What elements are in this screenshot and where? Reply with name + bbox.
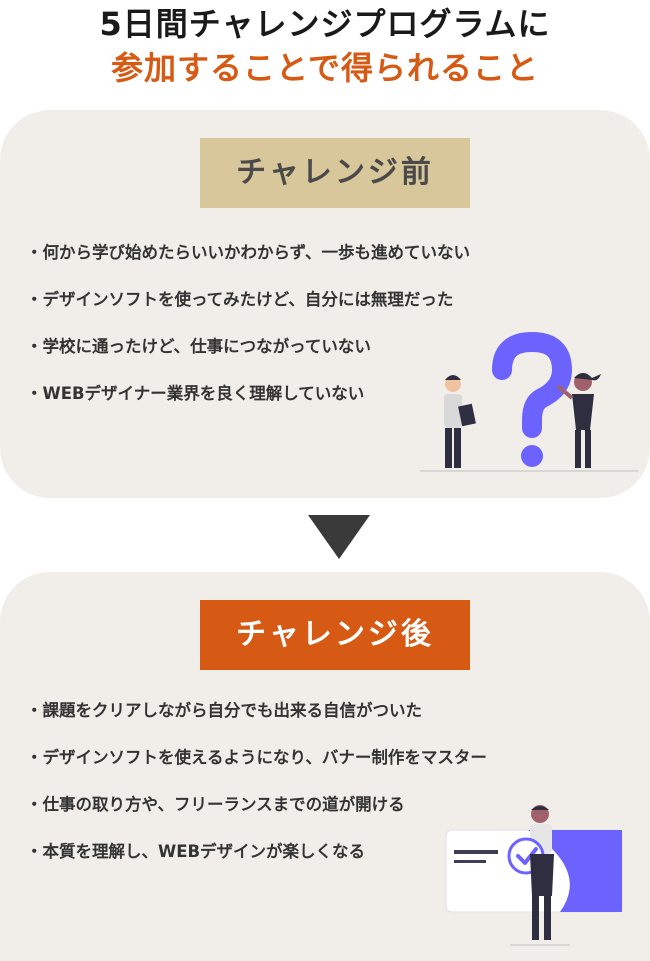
before-card: チャレンジ前 ・何から学び始めたらいいかわからず、一歩も進めていない ・デザイン… — [0, 110, 650, 498]
before-badge: チャレンジ前 — [200, 138, 470, 208]
after-badge: チャレンジ後 — [200, 600, 470, 670]
title-line-1: 5日間チャレンジプログラムに — [99, 5, 551, 43]
question-mark-people-illustration — [420, 331, 638, 472]
after-item-1: ・課題をクリアしながら自分でも出来る自信がついた — [26, 701, 422, 720]
after-list: ・課題をクリアしながら自分でも出来る自信がついた ・デザインソフトを使えるように… — [26, 696, 487, 884]
title-line-2: 参加することで得られること — [110, 49, 540, 87]
down-triangle-arrow-icon — [308, 515, 370, 559]
checkmark-person-illustration — [445, 805, 623, 946]
before-item-3: ・学校に通ったけど、仕事につながっていない — [26, 337, 371, 356]
after-item-2: ・デザインソフトを使えるようになり、バナー制作をマスター — [26, 748, 487, 767]
after-item-4: ・本質を理解し、WEBデザインが楽しくなる — [26, 842, 366, 861]
before-item-4: ・WEBデザイナー業界を良く理解していない — [26, 384, 365, 403]
before-item-1: ・何から学び始めたらいいかわからず、一歩も進めていない — [26, 243, 471, 262]
before-item-2: ・デザインソフトを使ってみたけど、自分には無理だった — [26, 290, 454, 309]
after-item-3: ・仕事の取り方や、フリーランスまでの道が開ける — [26, 795, 405, 814]
before-list: ・何から学び始めたらいいかわからず、一歩も進めていない ・デザインソフトを使って… — [26, 238, 470, 426]
